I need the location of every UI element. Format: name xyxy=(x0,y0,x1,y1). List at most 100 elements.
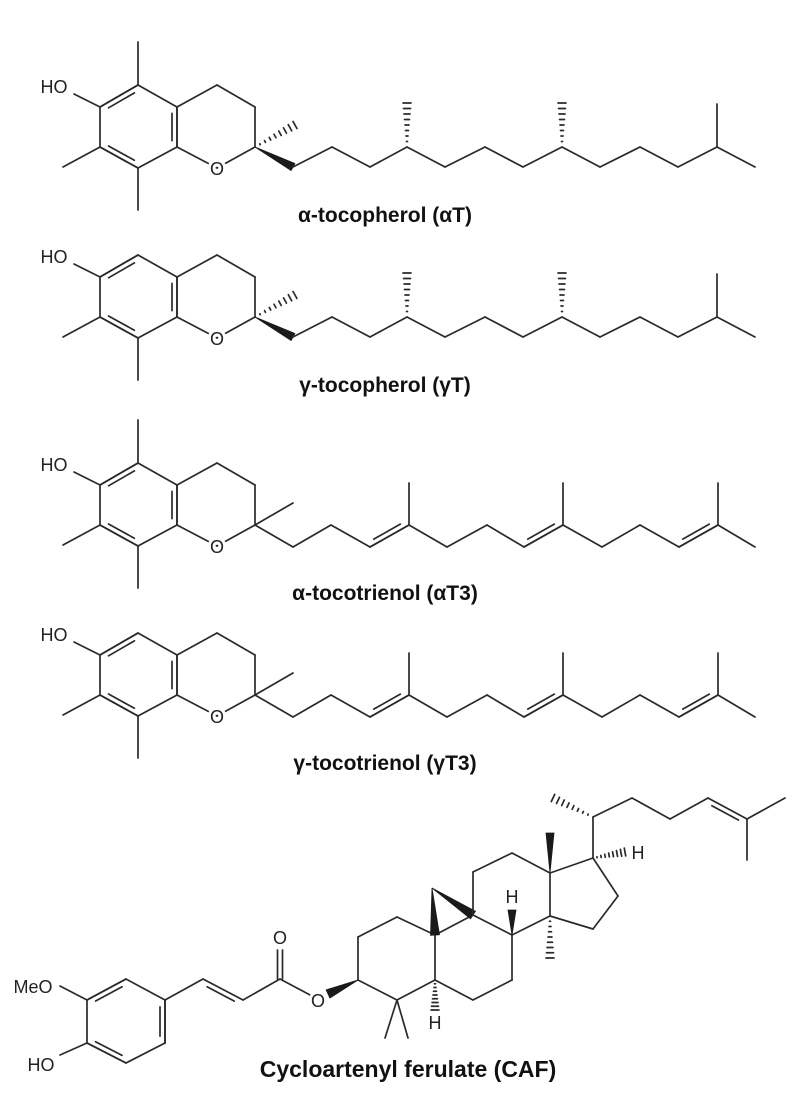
single-bond xyxy=(716,146,756,168)
hashed-bond-segment xyxy=(603,853,607,859)
label-alpha-tocotrienol: α-tocotrienol (αT3) xyxy=(292,582,478,605)
single-bond xyxy=(330,524,371,548)
single-bond xyxy=(86,978,127,1001)
single-bond xyxy=(99,146,139,169)
single-bond xyxy=(176,462,218,486)
single-bond xyxy=(176,316,218,339)
single-bond xyxy=(73,471,101,486)
single-bond xyxy=(523,524,564,548)
single-bond xyxy=(357,916,398,938)
single-bond xyxy=(592,895,619,930)
double-bond-inner-line xyxy=(711,804,740,821)
hashed-bond-segment xyxy=(277,300,283,307)
wedge-bond xyxy=(430,887,440,936)
hashed-bond-segment xyxy=(607,852,611,858)
hashed-bond-segment xyxy=(273,133,277,139)
single-bond xyxy=(472,852,513,873)
single-bond xyxy=(639,524,680,548)
single-bond xyxy=(59,985,88,1001)
wedge-bond xyxy=(545,832,555,874)
single-bond xyxy=(216,146,256,169)
ring-oxygen-label: O xyxy=(210,537,224,557)
hashed-bond-segment xyxy=(615,849,619,858)
hashed-bond-segment xyxy=(282,297,288,304)
single-bond xyxy=(369,146,408,168)
single-bond xyxy=(522,316,563,338)
double-bond-inner-line xyxy=(681,693,711,710)
single-bond xyxy=(62,316,101,338)
single-bond xyxy=(678,694,719,718)
double-bond-inner-line xyxy=(372,523,402,540)
hashed-bond-segment xyxy=(292,290,298,300)
single-bond xyxy=(125,978,166,1001)
single-bond xyxy=(677,316,718,338)
single-bond xyxy=(292,524,332,548)
single-bond xyxy=(549,915,594,930)
hashed-bond-segment xyxy=(623,847,627,857)
single-bond xyxy=(599,146,641,168)
single-bond xyxy=(86,1042,127,1064)
hydroxyl-label: HO xyxy=(41,77,68,97)
double-bond-inner-line xyxy=(372,693,402,710)
single-bond xyxy=(746,797,786,820)
single-bond xyxy=(406,316,446,338)
double-bond-inner-line xyxy=(107,469,136,487)
hashed-bond-segment xyxy=(611,850,615,858)
single-bond xyxy=(511,915,551,936)
single-bond xyxy=(99,316,139,339)
single-bond xyxy=(369,694,410,718)
hashed-bond-segment xyxy=(263,309,267,314)
single-bond xyxy=(434,914,474,936)
double-bond-inner-line xyxy=(107,145,136,162)
single-bond xyxy=(216,84,256,108)
hashed-bond-segment xyxy=(581,810,585,815)
ring-oxygen-label: O xyxy=(210,159,224,179)
h17-label: H xyxy=(632,843,645,863)
single-bond xyxy=(601,694,641,718)
single-bond xyxy=(125,1042,166,1064)
single-bond xyxy=(216,694,256,717)
single-bond xyxy=(176,254,218,278)
single-bond xyxy=(561,316,601,338)
double-bond-inner-line xyxy=(107,693,136,710)
single-bond xyxy=(137,462,178,486)
methoxy-label: MeO xyxy=(13,977,52,997)
single-bond xyxy=(444,316,486,338)
single-bond xyxy=(639,694,680,718)
single-bond xyxy=(562,524,603,548)
wedge-bond xyxy=(325,979,359,999)
single-bond xyxy=(164,978,204,1001)
label-gamma-tocotrienol: γ-tocotrienol (γT3) xyxy=(293,752,476,775)
hydroxyl-label: HO xyxy=(41,247,68,267)
single-bond xyxy=(707,797,748,820)
phenol-hydroxyl-label: HO xyxy=(28,1055,55,1075)
single-bond xyxy=(446,524,488,548)
hashed-bond-segment xyxy=(566,802,570,809)
hashed-bond-segment xyxy=(268,136,272,141)
single-bond xyxy=(434,979,474,1001)
single-bond xyxy=(137,146,178,169)
single-bond xyxy=(523,694,564,718)
double-bond-inner-line xyxy=(526,693,556,710)
double-bond-inner-line xyxy=(94,1040,123,1057)
single-bond xyxy=(331,316,371,338)
single-bond xyxy=(73,263,101,278)
hashed-bond-segment xyxy=(619,848,623,858)
single-bond xyxy=(484,146,524,168)
single-bond xyxy=(717,524,756,548)
hashed-bond-segment xyxy=(277,130,283,137)
single-bond xyxy=(631,797,671,820)
single-bond xyxy=(292,146,333,168)
alpha-tocopherol-structure: HO O xyxy=(38,41,756,211)
single-bond xyxy=(511,852,551,874)
single-bond xyxy=(484,316,524,338)
single-bond xyxy=(369,524,410,548)
single-bond xyxy=(486,694,525,718)
single-bond xyxy=(279,978,313,997)
single-bond xyxy=(202,978,244,1001)
single-bond xyxy=(62,524,101,546)
wedge-bond xyxy=(431,887,477,920)
